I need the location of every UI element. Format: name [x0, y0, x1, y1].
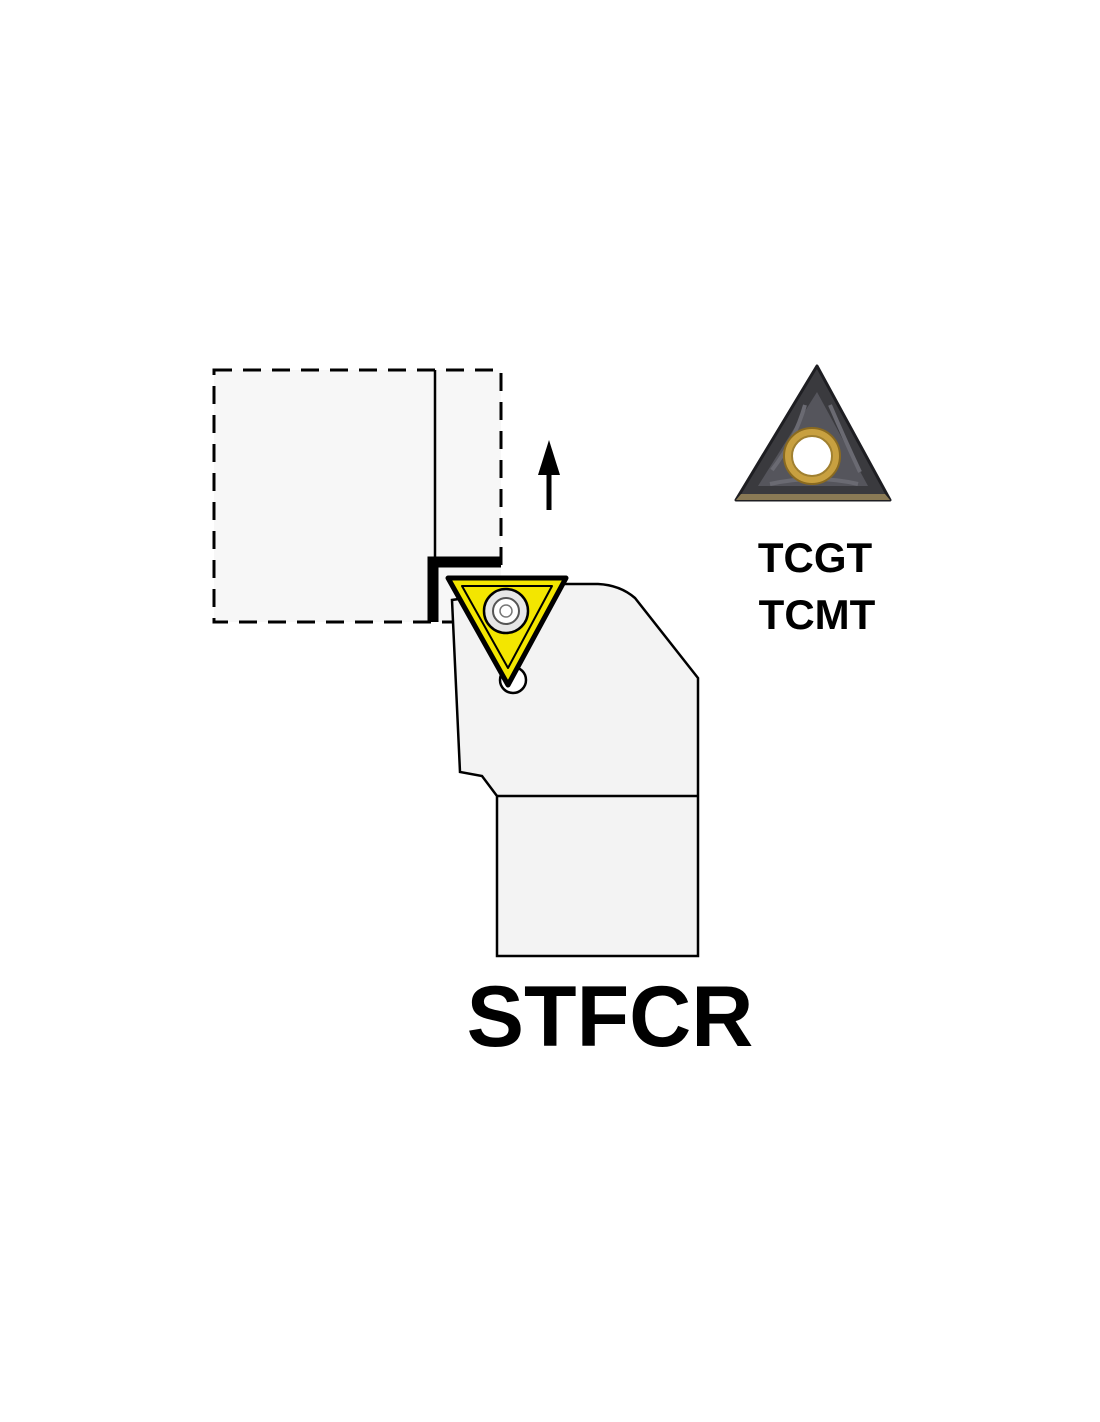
machined-corner: [427, 556, 501, 622]
tool-code-title: STFCR: [467, 969, 754, 1065]
insert: [445, 575, 569, 688]
triangular-insert-icon: [734, 364, 892, 502]
clamp-screw: [482, 587, 530, 635]
up-arrow-icon: [538, 440, 560, 510]
insert-code-2: TCMT: [759, 591, 876, 638]
insert-code-1: TCGT: [758, 534, 873, 581]
